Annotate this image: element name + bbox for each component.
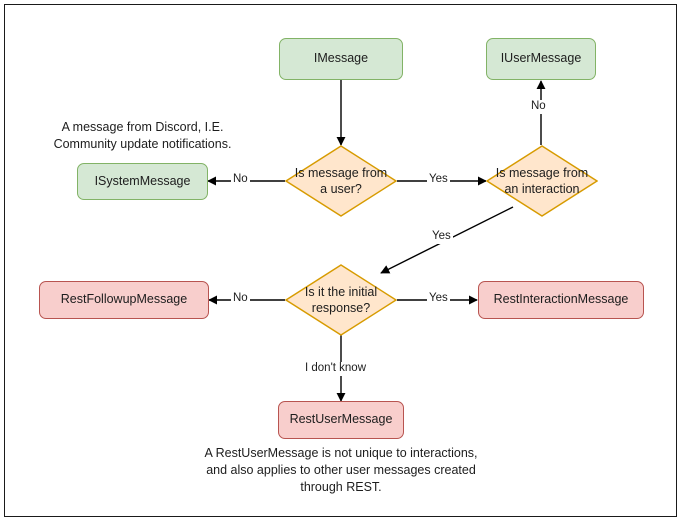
edge-label-from-user-no: No <box>231 173 250 187</box>
edge-label-from-interaction-yes: Yes <box>430 230 453 244</box>
node-restinteractionmessage-label: RestInteractionMessage <box>493 292 629 307</box>
decision-from-user-label: Is message from a user? <box>294 165 388 196</box>
node-restusermessage-label: RestUserMessage <box>289 412 393 427</box>
decision-from-user[interactable]: Is message from a user? <box>285 145 397 217</box>
node-restfollowupmessage[interactable]: RestFollowupMessage <box>39 281 209 319</box>
node-imessage[interactable]: IMessage <box>279 38 403 80</box>
node-isystemmessage-label: ISystemMessage <box>94 173 191 188</box>
edge-label-from-interaction-no: No <box>529 100 548 114</box>
decision-initial-response[interactable]: Is it the initial response? <box>285 264 397 336</box>
node-isystemmessage[interactable]: ISystemMessage <box>77 163 208 200</box>
node-restfollowupmessage-label: RestFollowupMessage <box>60 292 188 307</box>
decision-from-interaction[interactable]: Is message from an interaction <box>486 145 598 217</box>
diagram-frame <box>4 4 677 517</box>
note-system-message: A message from Discord, I.E. Community u… <box>53 120 232 151</box>
edge-label-dont-know: I don't know <box>303 362 369 376</box>
note-rest-user-message: A RestUserMessage is not unique to inter… <box>204 446 478 494</box>
node-restusermessage[interactable]: RestUserMessage <box>278 401 404 439</box>
decision-initial-response-shape <box>285 264 397 336</box>
edge-label-initial-response-no: No <box>231 292 250 306</box>
decision-initial-response-label: Is it the initial response? <box>304 284 378 315</box>
decision-from-interaction-label: Is message from an interaction <box>495 165 589 196</box>
node-restinteractionmessage[interactable]: RestInteractionMessage <box>478 281 644 319</box>
edge-label-initial-response-yes: Yes <box>427 292 450 306</box>
node-iusermessage-label: IUserMessage <box>500 51 582 66</box>
decision-from-user-shape <box>285 145 397 217</box>
node-iusermessage[interactable]: IUserMessage <box>486 38 596 80</box>
node-imessage-label: IMessage <box>313 51 369 66</box>
decision-from-interaction-shape <box>486 145 598 217</box>
edge-label-from-user-yes: Yes <box>427 173 450 187</box>
